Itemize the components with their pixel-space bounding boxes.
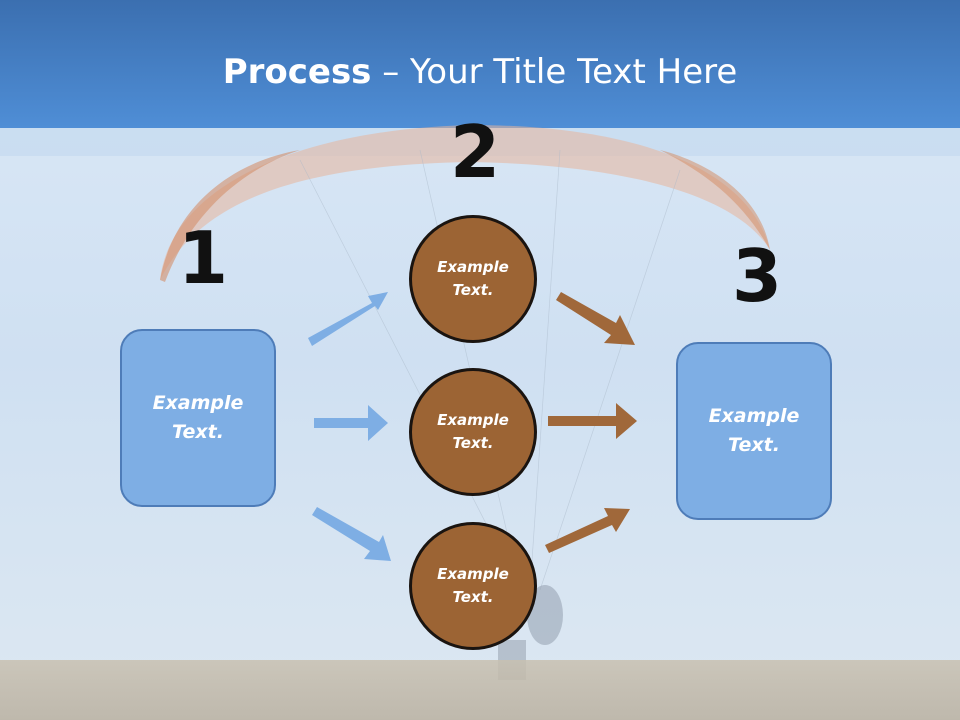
step-3-box: Example Text. xyxy=(676,342,832,520)
step-2-number: 2 xyxy=(450,110,501,194)
arrow-top-to-3 xyxy=(556,292,635,345)
node-middle-text: Example Text. xyxy=(437,411,509,452)
step-3-text: Example Text. xyxy=(708,405,800,456)
slide-title: Process – Your Title Text Here xyxy=(0,52,960,92)
title-rest: – Your Title Text Here xyxy=(371,52,738,92)
arrow-bottom-to-3 xyxy=(545,508,630,553)
step-2-node-bottom: Example Text. xyxy=(409,522,537,650)
arrow-1-to-bottom xyxy=(312,507,391,561)
step-1-box: Example Text. xyxy=(120,329,276,507)
step-2-node-middle: Example Text. xyxy=(409,368,537,496)
step-2-node-top: Example Text. xyxy=(409,215,537,343)
arrow-1-to-top xyxy=(308,292,388,346)
title-strong: Process xyxy=(222,52,372,92)
step-1-number: 1 xyxy=(178,216,229,300)
arrow-1-to-middle xyxy=(314,405,388,441)
step-3-number: 3 xyxy=(732,234,783,318)
node-bottom-text: Example Text. xyxy=(437,565,509,606)
arrow-middle-to-3 xyxy=(548,403,637,439)
node-top-text: Example Text. xyxy=(437,258,509,299)
step-1-text: Example Text. xyxy=(152,392,244,443)
